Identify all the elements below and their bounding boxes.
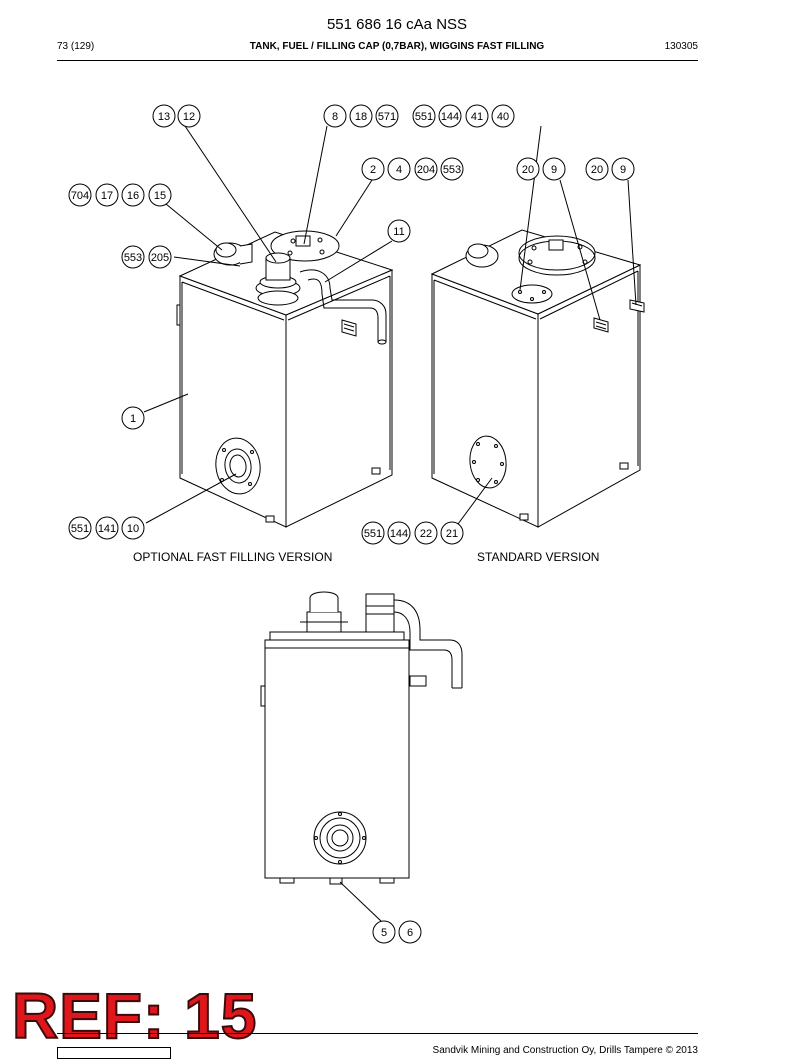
callout-16: 16 — [121, 183, 145, 207]
callout-9: 9 — [611, 157, 635, 181]
callout-bubbles: 13 12 8 18 571 551 144 41 40 2 4 204 553… — [68, 104, 635, 944]
svg-text:571: 571 — [378, 111, 396, 123]
callout-2: 2 — [361, 157, 385, 181]
callout-551: 551 — [361, 521, 385, 545]
svg-text:17: 17 — [101, 190, 113, 202]
svg-text:9: 9 — [620, 164, 626, 176]
callout-5: 5 — [372, 920, 396, 944]
callout-18: 18 — [349, 104, 373, 128]
svg-text:551: 551 — [364, 528, 382, 540]
svg-text:551: 551 — [71, 523, 89, 535]
svg-text:6: 6 — [407, 927, 413, 939]
svg-text:5: 5 — [381, 927, 387, 939]
document-title: 551 686 16 cAa NSS — [326, 16, 468, 33]
svg-text:4: 4 — [396, 164, 402, 176]
callout-11: 11 — [387, 219, 411, 243]
callout-41: 41 — [465, 104, 489, 128]
section-title: TANK, FUEL / FILLING CAP (0,7BAR), WIGGI… — [249, 41, 545, 52]
callout-551: 551 — [68, 516, 92, 540]
caption-optional-version: OPTIONAL FAST FILLING VERSION — [133, 550, 333, 564]
svg-text:551: 551 — [415, 111, 433, 123]
callout-10: 10 — [121, 516, 145, 540]
footer-rule — [57, 1033, 698, 1034]
callout-141: 141 — [95, 516, 119, 540]
callout-205: 205 — [148, 245, 172, 269]
svg-text:20: 20 — [591, 164, 603, 176]
svg-text:21: 21 — [446, 528, 458, 540]
company-logo — [57, 1047, 171, 1059]
callout-40: 40 — [491, 104, 515, 128]
svg-text:40: 40 — [497, 111, 509, 123]
svg-text:204: 204 — [417, 164, 435, 176]
tank-standard — [430, 229, 645, 528]
svg-text:16: 16 — [127, 190, 139, 202]
callout-8: 8 — [323, 104, 347, 128]
callout-704: 704 — [68, 183, 92, 207]
header-rule — [57, 60, 698, 61]
tank-front-view — [260, 591, 463, 885]
caption-standard-version: STANDARD VERSION — [477, 550, 600, 564]
svg-text:704: 704 — [71, 190, 89, 202]
svg-text:205: 205 — [151, 252, 169, 264]
callout-21: 21 — [440, 521, 464, 545]
svg-text:141: 141 — [98, 523, 116, 535]
callout-17: 17 — [95, 183, 119, 207]
callout-20: 20 — [516, 157, 540, 181]
callout-204: 204 — [414, 157, 438, 181]
tank-optional-fast-filling — [176, 230, 394, 528]
svg-text:553: 553 — [124, 252, 142, 264]
ref-watermark: REF: 15 — [11, 980, 258, 1052]
svg-text:1: 1 — [130, 413, 136, 425]
callout-553: 553 — [121, 245, 145, 269]
document-code: 130305 — [664, 41, 698, 52]
callout-571: 571 — [375, 104, 399, 128]
svg-text:144: 144 — [441, 111, 459, 123]
callout-4: 4 — [387, 157, 411, 181]
callout-551: 551 — [412, 104, 436, 128]
callout-6: 6 — [398, 920, 422, 944]
svg-text:2: 2 — [370, 164, 376, 176]
page-number: 73 (129) — [57, 41, 95, 52]
callout-22: 22 — [414, 521, 438, 545]
callout-9: 9 — [542, 157, 566, 181]
svg-text:9: 9 — [551, 164, 557, 176]
svg-text:8: 8 — [332, 111, 338, 123]
leader-lines — [143, 125, 637, 923]
callout-553: 553 — [440, 157, 464, 181]
svg-text:20: 20 — [522, 164, 534, 176]
callout-12: 12 — [177, 104, 201, 128]
callout-13: 13 — [152, 104, 176, 128]
svg-text:15: 15 — [154, 190, 166, 202]
svg-text:22: 22 — [420, 528, 432, 540]
footer-copyright: Sandvik Mining and Construction Oy, Dril… — [432, 1045, 698, 1056]
svg-text:41: 41 — [471, 111, 483, 123]
svg-text:13: 13 — [158, 111, 170, 123]
svg-text:553: 553 — [443, 164, 461, 176]
callout-1: 1 — [121, 406, 145, 430]
svg-text:11: 11 — [393, 226, 404, 238]
callout-15: 15 — [148, 183, 172, 207]
callout-144: 144 — [387, 521, 411, 545]
callout-144: 144 — [438, 104, 462, 128]
svg-text:10: 10 — [127, 523, 139, 535]
svg-text:12: 12 — [183, 111, 195, 123]
callout-20: 20 — [585, 157, 609, 181]
svg-text:18: 18 — [355, 111, 367, 123]
svg-text:144: 144 — [390, 528, 408, 540]
